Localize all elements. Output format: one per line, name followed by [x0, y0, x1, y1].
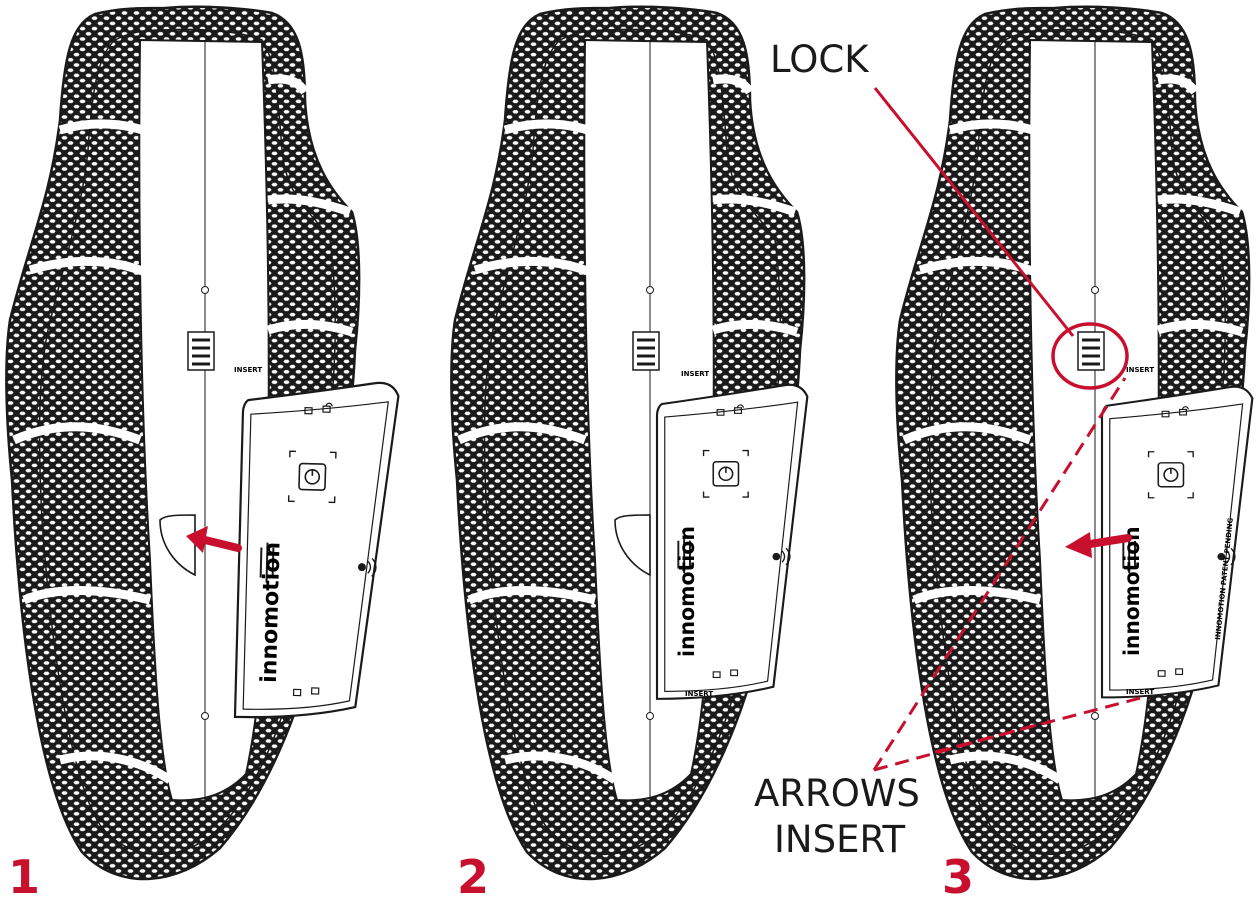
- cover-plate: innomotion: [1100, 385, 1254, 699]
- panel-3: innomotion INNOMOTION PATENT PENDING INS…: [895, 5, 1254, 898]
- brand-label: innomotion: [1119, 527, 1144, 656]
- insert-label: INSERT: [234, 366, 262, 374]
- insert-label-bottom: INSERT: [1126, 688, 1154, 696]
- lock-callout: LOCK: [770, 38, 1129, 390]
- lock-slot-icon: [187, 331, 215, 371]
- lock-slot-icon: [632, 331, 660, 371]
- brand-label: innomotion: [257, 542, 286, 683]
- step-number: 1: [8, 850, 40, 898]
- arrows-label: ARROWS: [754, 772, 920, 815]
- cover-plate: innomotion: [655, 383, 809, 700]
- back-plate: [450, 5, 806, 881]
- back-plate: [895, 5, 1251, 881]
- panel-1: innomotion INSERT 1: [5, 5, 400, 898]
- step-number: 2: [457, 850, 489, 898]
- panel-2: innomotion INSERT INSERT 2: [450, 5, 809, 898]
- cover-plate: innomotion: [233, 378, 400, 723]
- brand-label: innomotion: [674, 526, 698, 657]
- step-number: 3: [942, 850, 974, 898]
- insert-callout-label: INSERT: [774, 818, 905, 861]
- insert-label: INSERT: [681, 370, 709, 378]
- push-arrow-icon: [1065, 532, 1132, 558]
- insert-label-bottom: INSERT: [685, 690, 713, 698]
- lock-slot-icon: [1077, 331, 1105, 371]
- lock-label: LOCK: [770, 38, 870, 81]
- insert-label: INSERT: [1126, 366, 1154, 374]
- arrows-insert-callout: ARROWS INSERT: [754, 377, 1149, 861]
- back-plate: [5, 5, 361, 881]
- push-arrow-icon: [186, 526, 242, 553]
